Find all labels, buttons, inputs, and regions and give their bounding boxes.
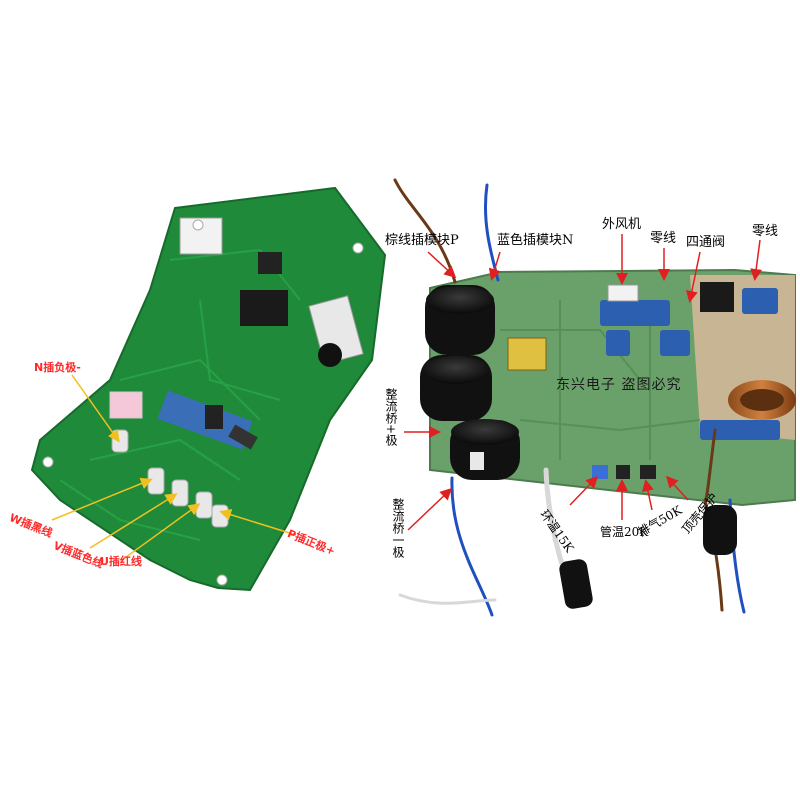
ferrite-core	[703, 505, 737, 555]
sensor-connector-pipe	[616, 465, 630, 479]
left-pcb	[30, 186, 387, 592]
right-annotation-arrows	[404, 234, 763, 531]
capacitor-small	[258, 252, 282, 274]
label-u-red: U插红线	[100, 555, 142, 568]
label-neutral-1: 零线	[650, 231, 677, 246]
pad-p	[211, 504, 229, 528]
pad-v	[171, 479, 189, 507]
diode	[228, 424, 258, 450]
label-blue-n: 蓝色插模块N	[497, 233, 574, 248]
watermark-text: 东兴电子 盗图必究	[556, 377, 682, 393]
right-pcb	[420, 268, 796, 507]
inductor	[700, 282, 734, 312]
label-brown-p: 棕线插模块P	[385, 233, 459, 248]
label-outdoor-fan: 外风机	[602, 217, 642, 232]
label-pipe-20k: 管温20K	[600, 525, 649, 539]
label-bridge-plus: 整流桥+极	[384, 388, 398, 447]
transformer	[507, 337, 547, 371]
left-annotation-lines	[51, 374, 297, 561]
connector-fan	[607, 284, 639, 302]
transistor	[205, 405, 223, 429]
label-n-minus: N插负极-	[34, 361, 81, 374]
label-bridge-minus: 整流桥一极	[391, 498, 405, 558]
capacitor-round	[318, 343, 342, 367]
relay-group	[600, 288, 780, 440]
temperature-sensor	[559, 559, 593, 609]
sensor-connector-ambient	[592, 465, 608, 479]
ic-chip	[240, 290, 288, 326]
pad-n	[111, 429, 129, 453]
label-neutral-2: 零线	[752, 224, 779, 239]
pad-u	[195, 491, 213, 519]
sensor-connector-exhaust	[640, 465, 656, 479]
label-four-way-valve: 四通阀	[686, 235, 726, 250]
component-pink	[109, 391, 143, 419]
capacitor-group	[420, 285, 520, 480]
copper-coil	[728, 380, 796, 420]
pad-w	[147, 467, 165, 495]
